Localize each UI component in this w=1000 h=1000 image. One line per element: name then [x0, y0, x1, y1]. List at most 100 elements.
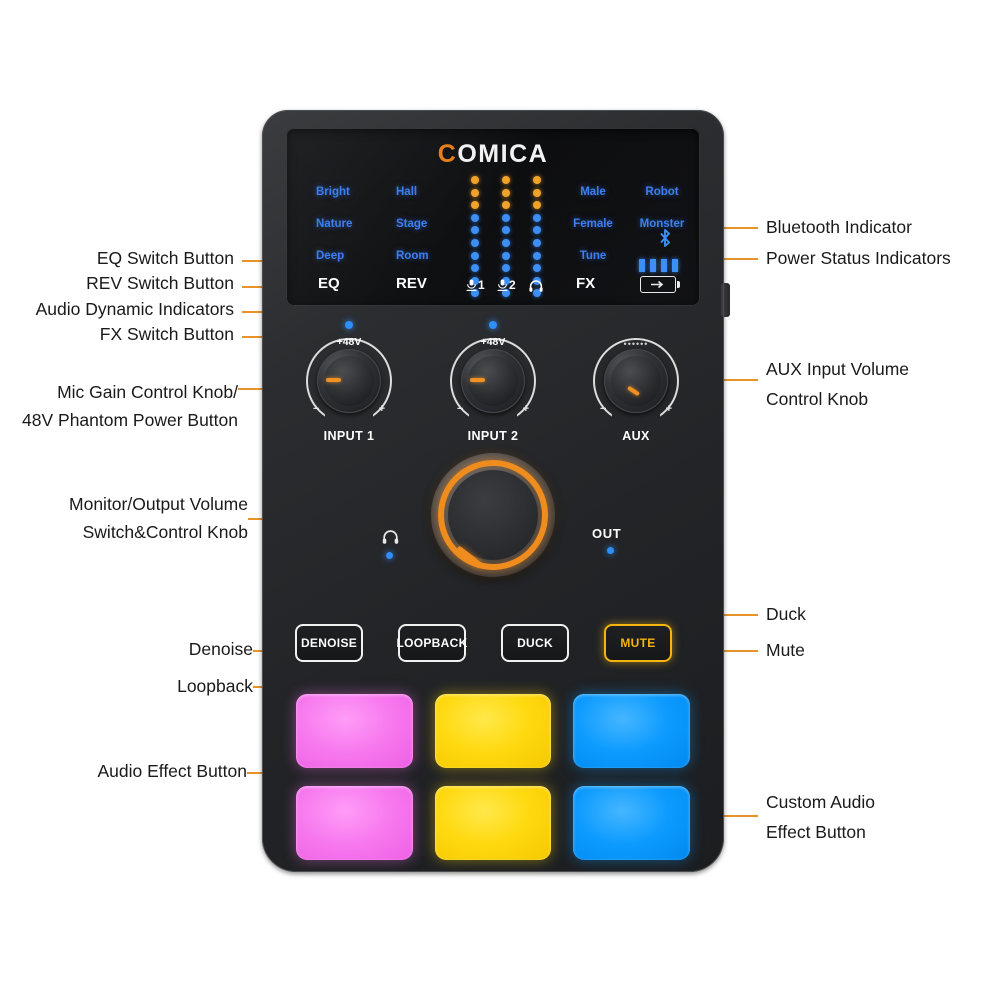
rev-preset-1[interactable]: Stage	[396, 218, 428, 230]
power-bar	[661, 259, 667, 272]
device-bottom-lip	[268, 865, 718, 877]
fx-preset-0[interactable]: Male	[580, 186, 606, 198]
knob-input-1[interactable]: +48V − + INPUT 1	[306, 321, 392, 443]
headphone-icon	[529, 280, 543, 292]
rev-preset-2[interactable]: Room	[396, 250, 429, 262]
meter-dot	[502, 276, 510, 285]
meter-dot	[471, 201, 479, 210]
phantom-label-2: +48V	[480, 336, 506, 348]
meter-dot	[502, 264, 510, 273]
label-monitor-line1: Monitor/Output Volume	[69, 494, 248, 514]
knob-body-2[interactable]	[461, 349, 525, 413]
fx-switch-label[interactable]: FX	[576, 275, 596, 292]
label-fx-switch: FX Switch Button	[99, 324, 234, 344]
fx-preset-list-2: Robot Monster	[634, 176, 690, 240]
meter-dot	[471, 226, 479, 235]
fx-preset-3[interactable]: Robot	[645, 186, 679, 198]
battery-icon	[640, 276, 680, 293]
knob-range-aux: − +	[593, 403, 679, 415]
label-mic-gain-line2: 48V Phantom Power Button	[22, 410, 238, 430]
audio-effect-pad-2[interactable]	[434, 694, 552, 768]
mic-icon	[497, 279, 508, 291]
meter-headphone	[533, 176, 541, 298]
side-power-button[interactable]	[721, 283, 730, 317]
knob-body-1[interactable]	[317, 349, 381, 413]
meter-dot	[471, 276, 479, 285]
fx-preset-2[interactable]: Tune	[579, 250, 607, 262]
knob-range-1: − +	[306, 403, 392, 415]
knob-aux[interactable]: •••••• − + AUX	[593, 338, 679, 443]
leader-micgain-stub	[238, 388, 269, 390]
headphone-glyph	[382, 530, 398, 544]
meter-dot	[502, 188, 510, 197]
label-mic-gain-line1: Mic Gain Control Knob/	[57, 382, 238, 402]
knob-range-2: − +	[450, 403, 536, 415]
phantom-led-2	[489, 321, 497, 329]
knob-plus-1: +	[378, 403, 385, 415]
power-status-indicators	[639, 259, 678, 272]
fx-preset-list: Male Female Tune	[566, 176, 620, 272]
lcd-display: COMICA Bright Nature Deep Hall Stage Roo…	[286, 128, 700, 306]
label-eq-switch: EQ Switch Button	[96, 248, 234, 268]
phantom-led-1	[345, 321, 353, 329]
audio-mixer-device: COMICA Bright Nature Deep Hall Stage Roo…	[262, 110, 730, 877]
eq-preset-2[interactable]: Deep	[316, 250, 345, 262]
rev-preset-0[interactable]: Hall	[396, 186, 418, 198]
audio-effect-pad-3[interactable]	[573, 694, 690, 768]
meter-dot	[533, 289, 541, 298]
knob-label-1: INPUT 1	[323, 429, 375, 443]
knob-minus-aux: −	[600, 403, 607, 415]
meter-dot	[471, 264, 479, 273]
knob-indicator-2	[470, 378, 485, 382]
monitor-knob-ring-light	[438, 460, 548, 570]
custom-audio-effect-pad[interactable]	[573, 786, 690, 860]
label-audio-effect: Audio Effect Button	[97, 761, 247, 781]
knob-ring-1: +48V − +	[306, 336, 392, 424]
loopback-button[interactable]: LOOPBACK	[396, 624, 467, 662]
knob-label-aux: AUX	[622, 429, 650, 443]
duck-button[interactable]: DUCK	[501, 624, 569, 662]
audio-effect-pad-1[interactable]	[296, 694, 413, 768]
meter-label-text: 1	[478, 278, 485, 292]
power-bar	[650, 259, 656, 272]
label-audio-dynamic: Audio Dynamic Indicators	[35, 299, 234, 319]
meter-dot	[502, 201, 510, 210]
label-custom-line2: Effect Button	[766, 822, 866, 842]
audio-effect-pad-4[interactable]	[296, 786, 413, 860]
rev-preset-list: Hall Stage Room	[396, 176, 429, 272]
knob-ring-aux: •••••• − +	[593, 338, 679, 424]
label-aux-line2: Control Knob	[766, 389, 869, 409]
label-loopback: Loopback	[177, 676, 253, 696]
knob-indicator-1	[326, 378, 341, 382]
rev-switch-label[interactable]: REV	[396, 275, 427, 292]
charging-arrow-icon	[651, 280, 664, 289]
knob-indicator-aux	[626, 385, 641, 397]
eq-preset-0[interactable]: Bright	[316, 186, 350, 198]
mic-icon	[466, 279, 477, 291]
brand-logo-rest: OMICA	[457, 140, 549, 168]
fx-preset-1[interactable]: Female	[573, 218, 613, 230]
audio-effect-pad-5[interactable]	[434, 786, 552, 860]
meter-dot	[533, 188, 541, 197]
brand-logo: COMICA	[286, 140, 700, 169]
meter-dot	[502, 251, 510, 260]
monitor-headphone-icon	[380, 530, 400, 549]
mute-button[interactable]: MUTE	[604, 624, 672, 662]
fx-preset-4[interactable]: Monster	[639, 218, 685, 230]
headphone-led	[386, 552, 393, 559]
knob-scale-dots-aux: ••••••	[623, 339, 649, 349]
meter-dot	[502, 226, 510, 235]
eq-preset-1[interactable]: Nature	[316, 218, 353, 230]
meter-label-mic2: 2	[497, 278, 516, 292]
meter-dot	[471, 213, 479, 222]
knob-minus-2: −	[457, 403, 464, 415]
denoise-button[interactable]: DENOISE	[295, 624, 363, 662]
knob-body-aux[interactable]	[604, 349, 668, 413]
eq-switch-label[interactable]: EQ	[318, 275, 340, 292]
knob-input-2[interactable]: +48V − + INPUT 2	[450, 321, 536, 443]
power-bar	[639, 259, 645, 272]
brand-logo-c: C	[437, 140, 458, 168]
monitor-output-volume-knob[interactable]	[431, 453, 555, 577]
meter-label-headphone	[529, 280, 543, 292]
